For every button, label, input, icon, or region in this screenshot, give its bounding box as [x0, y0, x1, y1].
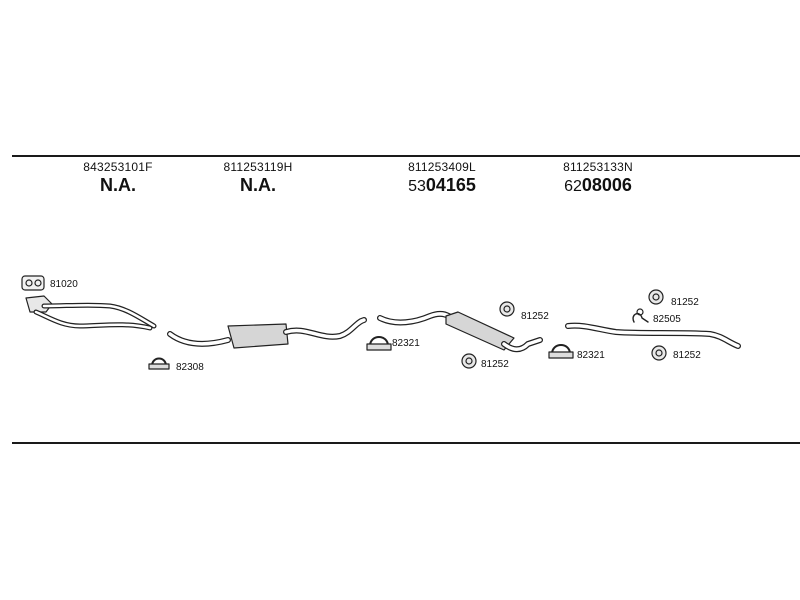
top-divider-line — [12, 155, 800, 157]
hanger-icon — [499, 301, 515, 317]
bottom-divider-line — [12, 442, 800, 444]
hanger-icon — [651, 345, 667, 361]
clamp-icon — [148, 357, 170, 370]
clamp-label: 82321 — [577, 350, 605, 361]
section-header-tail-pipe: 811253133N 6208006 — [528, 160, 668, 196]
part-number: 811253133N — [563, 160, 633, 174]
clamp-icon — [366, 336, 392, 351]
hanger-icon — [648, 289, 664, 305]
tail-pipe-icon — [565, 322, 741, 349]
rear-muffler-icon — [377, 310, 543, 353]
clamp-label: 82308 — [176, 362, 204, 373]
clamp-label: 82321 — [392, 338, 420, 349]
order-code: 5304165 — [408, 175, 476, 195]
part-number: 843253101F — [83, 160, 153, 174]
order-code: 6208006 — [564, 175, 632, 195]
section-header-rear-muffler: 811253409L 5304165 — [372, 160, 512, 196]
section-header-front-pipe: 843253101F N.A. — [48, 160, 188, 196]
front-pipe-icon — [25, 295, 157, 331]
bracket-label: 82505 — [653, 314, 681, 325]
bracket-icon — [632, 308, 649, 323]
section-header-middle-muffler: 811253119H N.A. — [188, 160, 328, 196]
part-number: 811253119H — [223, 160, 293, 174]
order-code: N.A. — [240, 175, 276, 195]
hanger-icon — [461, 353, 477, 369]
order-code: N.A. — [100, 175, 136, 195]
hanger-label: 81252 — [673, 350, 701, 361]
gasket-label: 81020 — [50, 279, 78, 290]
hanger-label: 81252 — [671, 297, 699, 308]
part-number: 811253409L — [408, 160, 476, 174]
clamp-icon — [548, 344, 574, 359]
middle-muffler-icon — [167, 317, 367, 349]
hanger-label: 81252 — [521, 311, 549, 322]
hanger-label: 81252 — [481, 359, 509, 370]
gasket-icon — [21, 275, 45, 291]
